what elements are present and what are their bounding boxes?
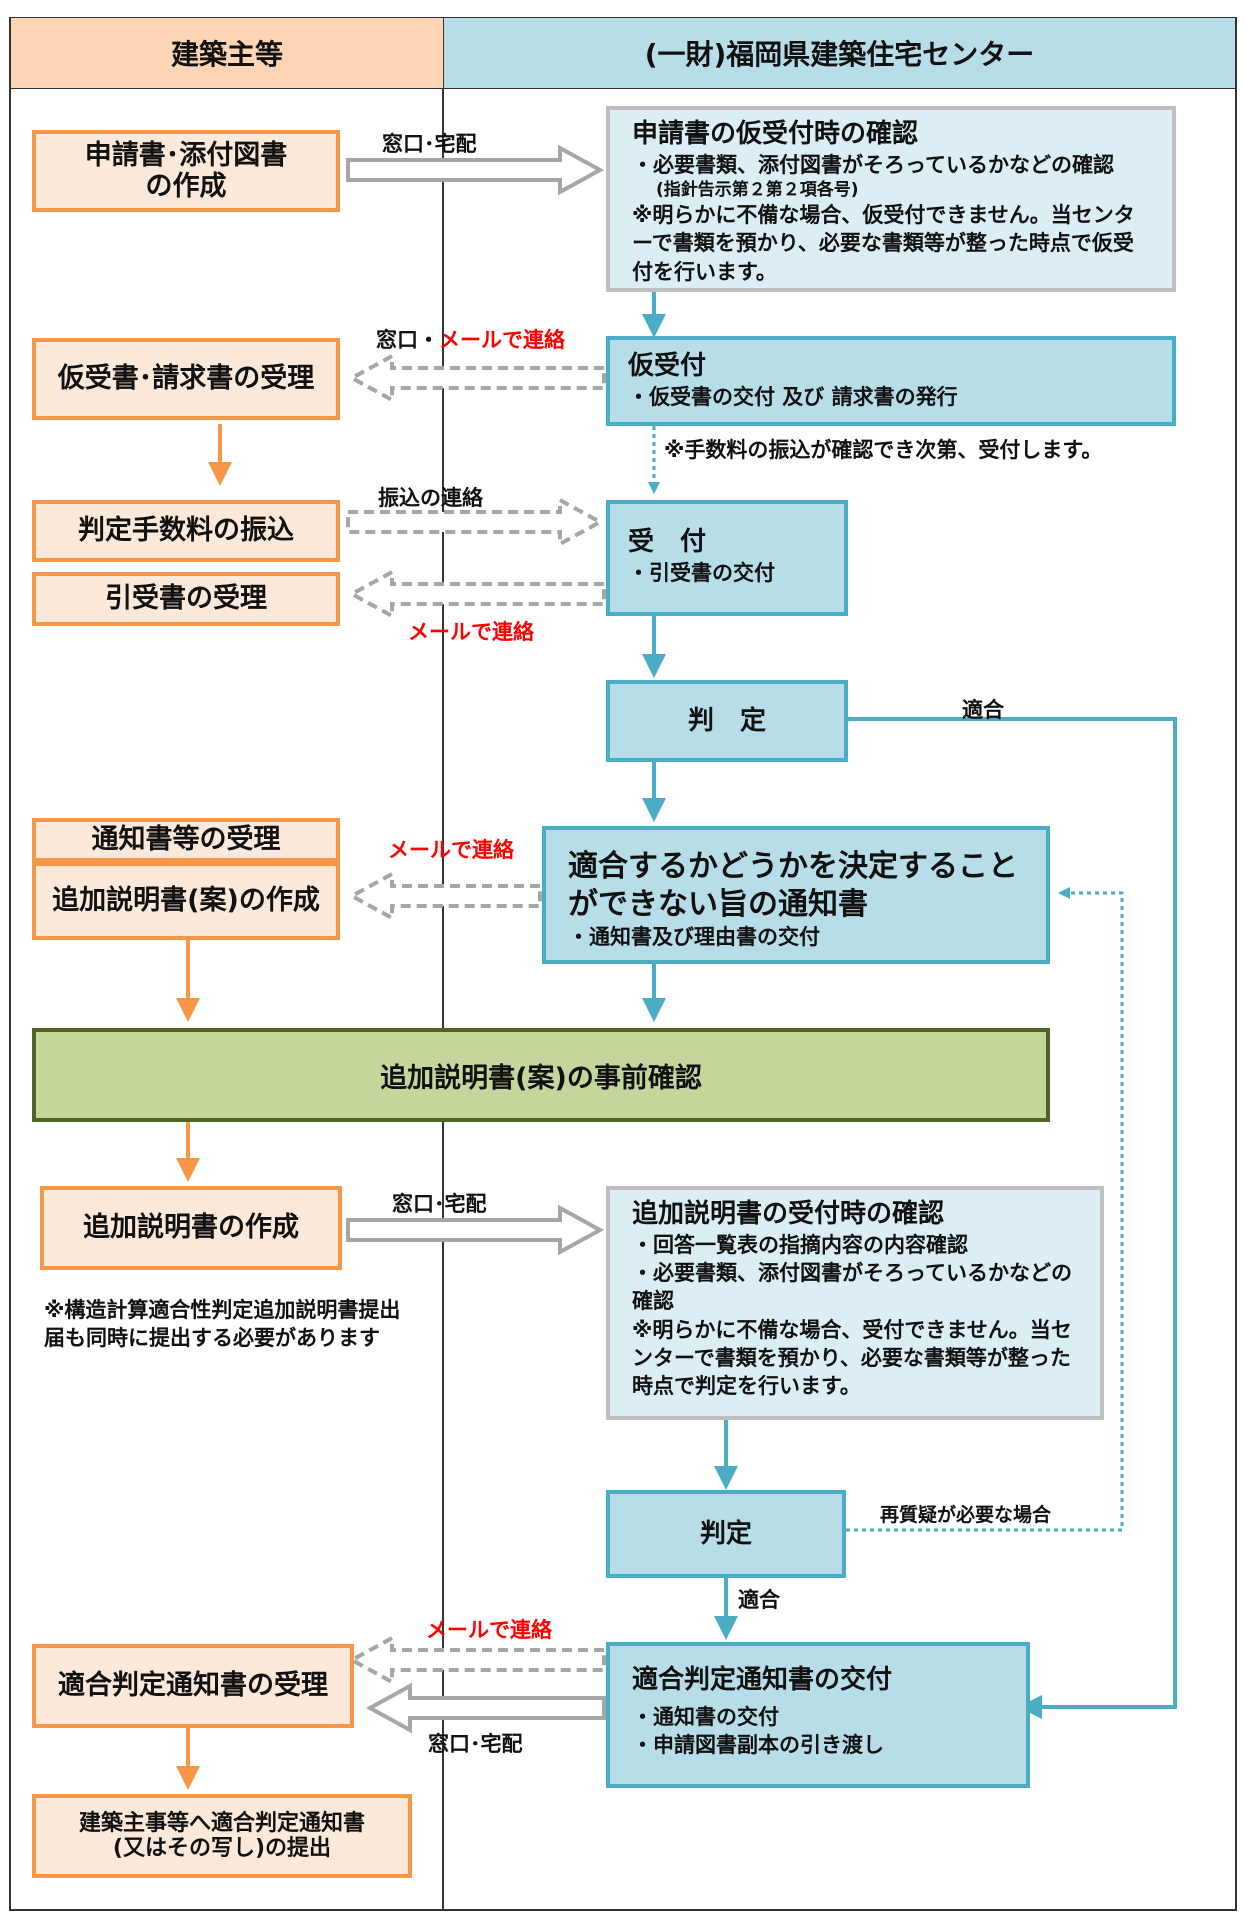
box-submit-to-owner: 建築主事等へ適合判定通知書 (又はその写し)の提出 — [32, 1794, 412, 1878]
provisional-check-item1: ・必要書類、添付図書がそろっているかなどの確認 — [632, 152, 1114, 177]
arrow-grey-4 — [347, 568, 606, 620]
box-receipt-provisional: 仮受書･請求書の受理 — [32, 338, 340, 420]
provisional-check-item1-sub: (指針告示第２第２項各号) — [656, 179, 859, 200]
label-counter-delivery-2: 窓口･宅配 — [392, 1192, 487, 1216]
acceptance-item: ・引受書の交付 — [628, 560, 775, 585]
arrow-grey-1 — [346, 144, 605, 196]
box-provisional-check: 申請書の仮受付時の確認 ・必要書類、添付図書がそろっているかなどの確認 (指針告… — [606, 106, 1176, 292]
box-provisional: 仮受付 ・仮受書の交付 及び 請求書の発行 — [606, 336, 1176, 426]
explanation-check-title: 追加説明書の受付時の確認 — [632, 1199, 945, 1229]
label-counter-mail: 窓口・メールで連絡 — [376, 324, 565, 354]
provisional-check-title: 申請書の仮受付時の確認 — [632, 119, 919, 149]
label-conform-2: 適合 — [738, 1588, 780, 1612]
undecidable-title: 適合するかどうかを決定することができない旨の通知書 — [568, 849, 1018, 922]
issue-item2: ・申請図書副本の引き渡し — [632, 1732, 884, 1757]
label-mail-contact-1: メールで連絡 — [439, 328, 565, 352]
issue-item1: ・通知書の交付 — [632, 1704, 779, 1729]
box-judgment-2: 判定 — [606, 1490, 846, 1578]
arrow-grey-3 — [346, 496, 605, 548]
box-pre-check: 追加説明書(案)の事前確認 — [32, 1028, 1050, 1122]
box-judgment-1: 判 定 — [606, 680, 848, 762]
label-mail-contact-4: メールで連絡 — [426, 1618, 552, 1642]
explanation-check-item1: ・回答一覧表の指摘内容の内容確認 — [632, 1232, 968, 1257]
arrow-grey-6 — [346, 1204, 605, 1256]
box-issue: 適合判定通知書の交付 ・通知書の交付 ・申請図書副本の引き渡し — [606, 1642, 1030, 1788]
box-receipt-acceptance: 引受書の受理 — [32, 572, 340, 626]
box-explanation-creation: 追加説明書の作成 — [40, 1186, 342, 1270]
box-notice-receipt: 通知書等の受理 — [32, 818, 340, 862]
label-counter: 窓口・ — [376, 328, 439, 352]
label-counter-delivery-1: 窓口･宅配 — [382, 132, 477, 156]
label-mail-contact-2: メールで連絡 — [408, 620, 534, 644]
label-mail-contact-3: メールで連絡 — [388, 838, 514, 862]
label-conform-1: 適合 — [962, 698, 1004, 722]
box-fee-transfer: 判定手数料の振込 — [32, 500, 340, 562]
box-explanation-check: 追加説明書の受付時の確認 ・回答一覧表の指摘内容の内容確認 ・必要書類、添付図書… — [606, 1186, 1104, 1420]
box-undecidable: 適合するかどうかを決定することができない旨の通知書 ・通知書及び理由書の交付 — [542, 826, 1050, 964]
arrow-conform-path — [846, 717, 1177, 1719]
explanation-note: ※構造計算適合性判定追加説明書提出届も同時に提出する必要があります — [44, 1298, 401, 1351]
provisional-note: ※手数料の振込が確認でき次第、受付します。 — [664, 438, 1103, 462]
undecidable-item: ・通知書及び理由書の交付 — [568, 925, 820, 949]
box-draft-creation: 追加説明書(案)の作成 — [32, 862, 340, 940]
arrow-grey-5 — [347, 870, 542, 922]
judgment-1-label: 判 定 — [687, 705, 766, 736]
explanation-check-item2: ・必要書類、添付図書がそろっているかなどの確認 — [632, 1260, 1072, 1314]
label-requery: 再質疑が必要な場合 — [880, 1504, 1052, 1526]
arrow-grey-2 — [347, 352, 606, 404]
header-right: (一財)福岡県建築住宅センター — [444, 18, 1235, 88]
box-application: 申請書･添付図書 の作成 — [32, 130, 340, 212]
judgment-2-label: 判定 — [699, 1518, 752, 1549]
header-left: 建築主等 — [11, 18, 443, 88]
explanation-check-note: ※明らかに不備な場合、受付できません。当センターで書類を預かり、必要な書類等が整… — [632, 1317, 1072, 1399]
acceptance-title: 受 付 — [628, 527, 707, 557]
provisional-title: 仮受付 — [628, 351, 707, 381]
arrow-grey-7 — [347, 1634, 606, 1686]
provisional-item: ・仮受書の交付 及び 請求書の発行 — [628, 384, 958, 409]
arrow-grey-8 — [365, 1682, 606, 1734]
label-counter-delivery-3: 窓口･宅配 — [428, 1732, 523, 1756]
box-conformity-receipt: 適合判定通知書の受理 — [32, 1644, 354, 1728]
arrow-requery-path — [846, 887, 1124, 1532]
label-transfer-contact: 振込の連絡 — [378, 486, 483, 510]
box-acceptance: 受 付 ・引受書の交付 — [606, 500, 848, 616]
issue-title: 適合判定通知書の交付 — [632, 1665, 893, 1695]
provisional-check-note: ※明らかに不備な場合、仮受付できません。当センターで書類を預かり、必要な書類等が… — [632, 202, 1135, 284]
